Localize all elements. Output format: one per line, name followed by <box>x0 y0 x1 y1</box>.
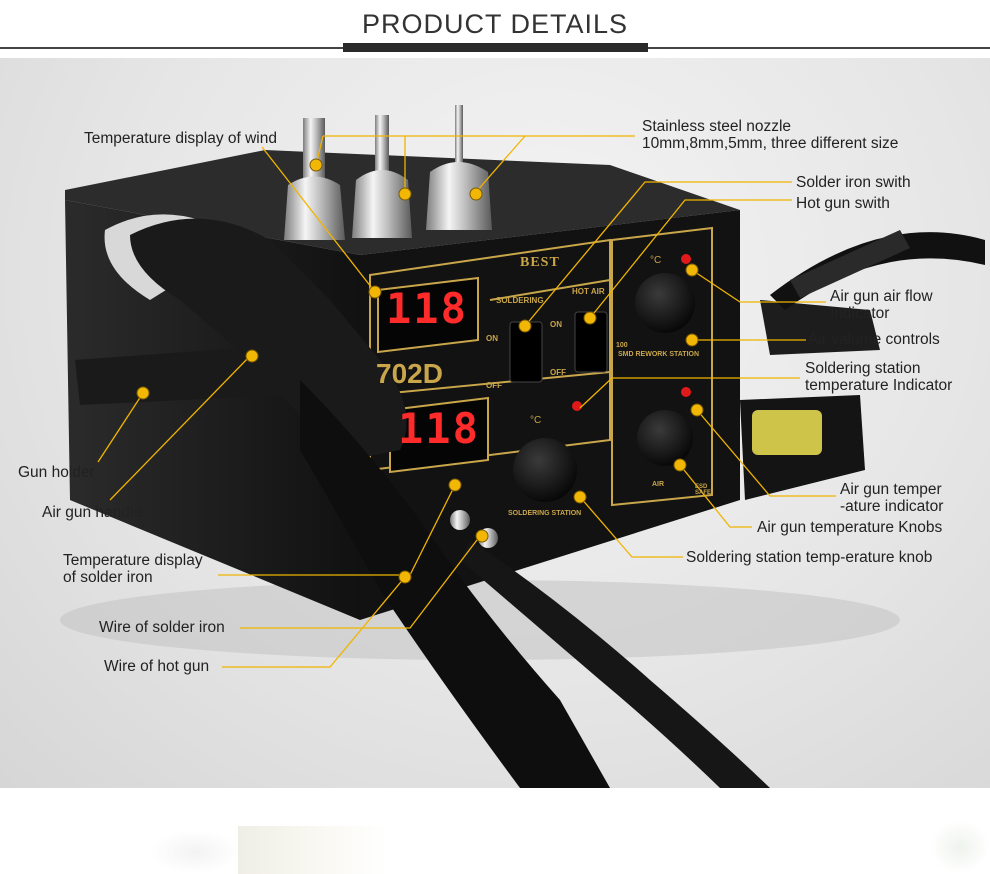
label-air-temp-ind-line1: Air gun temper <box>840 481 942 498</box>
connector-1 <box>450 510 470 530</box>
marker-solder-knob <box>573 490 587 504</box>
unit-label-bottom: °C <box>530 415 542 426</box>
switch-on-label-1: ON <box>486 334 498 343</box>
marker-solder-display <box>448 478 462 492</box>
hot-air-gun <box>104 214 770 788</box>
next-image-hint-3 <box>930 820 990 874</box>
panel-label-esd: ESD SAFE <box>695 484 712 496</box>
label-air-volume: Air valume controls <box>808 331 940 348</box>
model-number: 702D <box>376 358 443 389</box>
iron-stand <box>740 230 985 500</box>
label-wire-hot-gun: Wire of hot gun <box>104 658 210 675</box>
marker-gun-holder <box>136 386 150 400</box>
label-solder-temp-ind-line2: temperature Indicator <box>805 377 953 394</box>
nozzles <box>284 105 492 240</box>
label-solder-switch: Solder iron swith <box>796 174 911 191</box>
label-hot-gun-switch: Hot gun swith <box>796 195 890 212</box>
label-air-flow-line1: Air gun air flow <box>830 288 933 305</box>
label-nozzle-line1: Stainless steel nozzle <box>642 118 792 135</box>
bottom-display-digits: 118 <box>398 404 480 453</box>
air-flow-led <box>681 254 691 264</box>
panel-label-hot-air: HOT AIR <box>572 287 605 296</box>
marker-nozzle-2 <box>398 187 412 201</box>
header: PRODUCT DETAILS <box>0 0 990 58</box>
label-solder-temp-knob: Soldering station temp-erature knob <box>686 549 933 566</box>
bottom-strip <box>0 788 990 874</box>
page-title: PRODUCT DETAILS <box>361 9 629 39</box>
marker-air-temp-indicator <box>690 403 704 417</box>
panel-label-smd: SMD REWORK STATION <box>618 351 700 358</box>
unit-label-top: °C <box>650 255 662 266</box>
label-temp-display-solder: Temperature display of solder iron <box>63 552 203 586</box>
next-image-hint-2 <box>238 826 388 874</box>
air-temperature-knob <box>637 410 693 466</box>
marker-nozzle-3 <box>469 187 483 201</box>
label-air-temp-knobs: Air gun temperature Knobs <box>757 519 943 536</box>
label-temp-display-solder-line1: Temperature display <box>63 552 203 569</box>
marker-air-volume <box>685 333 699 347</box>
marker-wire-solder <box>475 529 489 543</box>
label-air-gun-handle: Air gun handle <box>42 504 142 521</box>
air-temp-led <box>681 387 691 397</box>
product-photo: BEST 702D 118 118 SOLDERING HOT AIR SMD … <box>0 58 990 788</box>
label-solder-temp-ind-line1: Soldering station <box>805 360 921 377</box>
sponge <box>752 410 822 455</box>
next-image-hint-1 <box>150 830 240 874</box>
leader-lines <box>97 135 836 668</box>
solder-iron-handle <box>790 230 910 298</box>
label-air-temp-indicator: Air gun temper -ature indicator <box>840 481 943 515</box>
label-air-flow-indicator: Air gun air flow Indicator <box>830 288 933 322</box>
marker-wire-hot-gun <box>398 570 412 584</box>
hot-gun-cable <box>300 380 610 788</box>
soldering-temperature-knob <box>513 438 577 502</box>
product-illustration <box>60 105 985 788</box>
dial-100-label: 100 <box>616 342 628 349</box>
marker-air-gun-handle <box>245 349 259 363</box>
soldering-temp-led <box>572 401 582 411</box>
label-temp-display-wind: Temperature display of wind <box>84 130 277 147</box>
label-nozzle: Stainless steel nozzle 10mm,8mm,5mm, thr… <box>642 118 898 152</box>
top-display <box>377 276 479 354</box>
marker-air-flow <box>685 263 699 277</box>
callout-markers <box>136 158 704 584</box>
switch-off-label-1: OFF <box>486 381 502 390</box>
switch-on-label-2: ON <box>550 320 562 329</box>
gun-holder <box>75 345 285 405</box>
marker-wind-display <box>368 285 382 299</box>
switch-off-label-2: OFF <box>550 368 566 377</box>
solder-iron-cable <box>770 232 985 310</box>
label-gun-holder: Gun holder <box>18 464 95 481</box>
panel-label-soldering: SOLDERING <box>496 296 544 305</box>
top-display-digits: 118 <box>386 284 468 333</box>
air-volume-knob <box>635 273 695 333</box>
label-wire-solder: Wire of solder iron <box>99 619 225 636</box>
panel-label-air: AIR <box>652 481 665 488</box>
brand-logo: BEST <box>520 255 560 270</box>
label-temp-display-solder-line2: of solder iron <box>63 569 153 586</box>
marker-hot-gun-switch <box>583 311 597 325</box>
label-solder-temp-indicator: Soldering station temperature Indicator <box>805 360 952 394</box>
label-air-temp-ind-line2: -ature indicator <box>840 498 944 515</box>
marker-nozzle-1 <box>309 158 323 172</box>
label-nozzle-line2: 10mm,8mm,5mm, three different size <box>642 135 899 152</box>
solder-iron-wire <box>460 540 770 788</box>
label-air-flow-line2: Indicator <box>830 305 890 322</box>
panel-label-soldering-station: SOLDERING STATION <box>508 510 582 517</box>
marker-air-temp-knob <box>673 458 687 472</box>
marker-solder-switch <box>518 319 532 333</box>
header-accent-bar <box>343 43 648 52</box>
